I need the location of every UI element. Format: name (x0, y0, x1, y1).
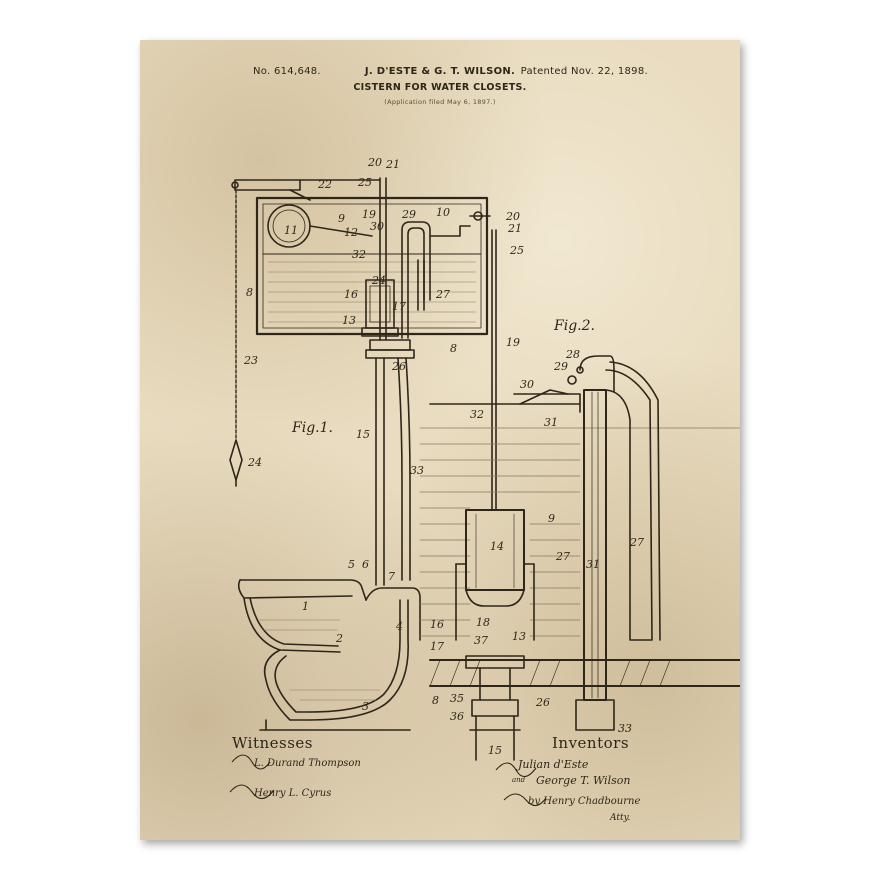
fig2-numeral: 14 (490, 540, 504, 553)
fig2-numeral: 31 (544, 416, 558, 429)
fig2-numeral: 25 (509, 244, 524, 257)
fig1-numeral: 26 (391, 360, 406, 373)
fig1-numeral: 22 (317, 178, 332, 191)
fig2-label: Fig.2. (553, 318, 595, 334)
fig2-numeral: 17 (430, 640, 444, 653)
patent-title: CISTERN FOR WATER CLOSETS. (353, 82, 527, 93)
fig2-numeral: 26 (535, 696, 550, 709)
fig1-numeral: 23 (243, 354, 258, 367)
fig2-valve-detail (419, 229, 740, 761)
fig1-numeral: 25 (357, 176, 372, 189)
fig2-numeral: 27 (555, 550, 570, 563)
attorney-signature: by Henry Chadbourne (528, 796, 640, 807)
fig1-numeral: 2 (335, 632, 343, 645)
fig2-numeral: 19 (506, 336, 520, 349)
fig1-numeral: 8 (246, 286, 253, 299)
fig1-toilet-bowl (237, 579, 421, 731)
fig2-numeral: 31 (586, 558, 600, 571)
fig1-numeral: 15 (356, 428, 370, 441)
fig2-numeral: 13 (512, 630, 526, 643)
witness-signature-2: Henry L. Cyrus (253, 788, 331, 799)
fig1-numeral: 33 (410, 464, 424, 477)
patent-number: No. 614,648. (253, 66, 321, 77)
fig2-numeral: 21 (507, 222, 522, 235)
inventor-signature-2: George T. Wilson (536, 774, 630, 787)
fig2-numeral: 33 (618, 722, 632, 735)
fig1-numeral: 24 (247, 456, 262, 469)
fig2-numeral: 36 (450, 710, 464, 723)
fig1-numeral: 13 (342, 314, 356, 327)
attorney-suffix: Atty. (609, 813, 630, 823)
fig1-label: Fig.1. (291, 420, 333, 436)
fig1-numeral: 1 (302, 600, 309, 613)
fig1-cistern-tank (229, 177, 491, 586)
fig2-numeral: 35 (450, 692, 464, 705)
fig2-numeral: 37 (474, 634, 488, 647)
fig2-numeral: 15 (488, 744, 502, 757)
fig2-numeral: 9 (548, 512, 555, 525)
fig2-numeral: 18 (476, 616, 490, 629)
fig1-numeral: 12 (344, 226, 358, 239)
fig1-numeral: 17 (392, 300, 406, 313)
patent-drawing: Fig.1. Fig.2. 20 21 25 22 9 19 29 10 11 … (229, 156, 740, 823)
fig1-numeral: 3 (362, 700, 369, 713)
patent-inventors-header: J. D'ESTE & G. T. WILSON. (364, 66, 516, 77)
fig1-numeral: 16 (344, 288, 358, 301)
patent-poster: No. 614,648. J. D'ESTE & G. T. WILSON. P… (140, 40, 740, 840)
fig1-numeral: 21 (385, 158, 400, 171)
witnesses-heading: Witnesses (232, 734, 313, 752)
fig2-numeral: 20 (505, 210, 520, 223)
fig1-numeral: 11 (284, 224, 298, 237)
inventor-signature-1: Julian d'Este (516, 758, 589, 771)
fig1-reference-numerals: 20 21 25 22 9 19 29 10 11 12 30 32 24 27… (243, 156, 457, 713)
fig1-numeral: 27 (435, 288, 450, 301)
fig1-numeral: 10 (436, 206, 450, 219)
fig2-numeral: 16 (430, 618, 444, 631)
fig1-numeral: 30 (370, 220, 384, 233)
fig2-numeral: 28 (565, 348, 580, 361)
fig2-numeral: 8 (432, 694, 439, 707)
fig1-numeral: 8 (450, 342, 457, 355)
fig2-numeral: 27 (629, 536, 644, 549)
fig1-numeral: 20 (367, 156, 382, 169)
fig1-numeral: 19 (362, 208, 376, 221)
fig1-numeral: 7 (388, 570, 395, 583)
fig2-numeral: 30 (520, 378, 534, 391)
patent-filed-date: (Application filed May 6, 1897.) (384, 98, 496, 106)
fig1-numeral: 5 (348, 558, 355, 571)
fig1-numeral: 32 (352, 248, 366, 261)
fig2-numeral: 32 (470, 408, 484, 421)
inventor-and: and (512, 776, 526, 784)
witness-signature-1: L. Durand Thompson (253, 758, 361, 769)
inventors-heading: Inventors (552, 734, 630, 752)
fig2-reference-numerals: 20 21 25 19 28 29 30 32 31 9 14 27 31 27… (430, 210, 644, 757)
fig1-numeral: 6 (362, 558, 369, 571)
fig1-numeral: 4 (395, 620, 403, 633)
patent-date: Patented Nov. 22, 1898. (520, 66, 648, 77)
fig1-numeral: 24 (371, 274, 386, 287)
fig2-numeral: 29 (553, 360, 568, 373)
signature-strokes (229, 754, 547, 807)
fig1-numeral: 9 (338, 212, 345, 225)
fig1-numeral: 29 (401, 208, 416, 221)
